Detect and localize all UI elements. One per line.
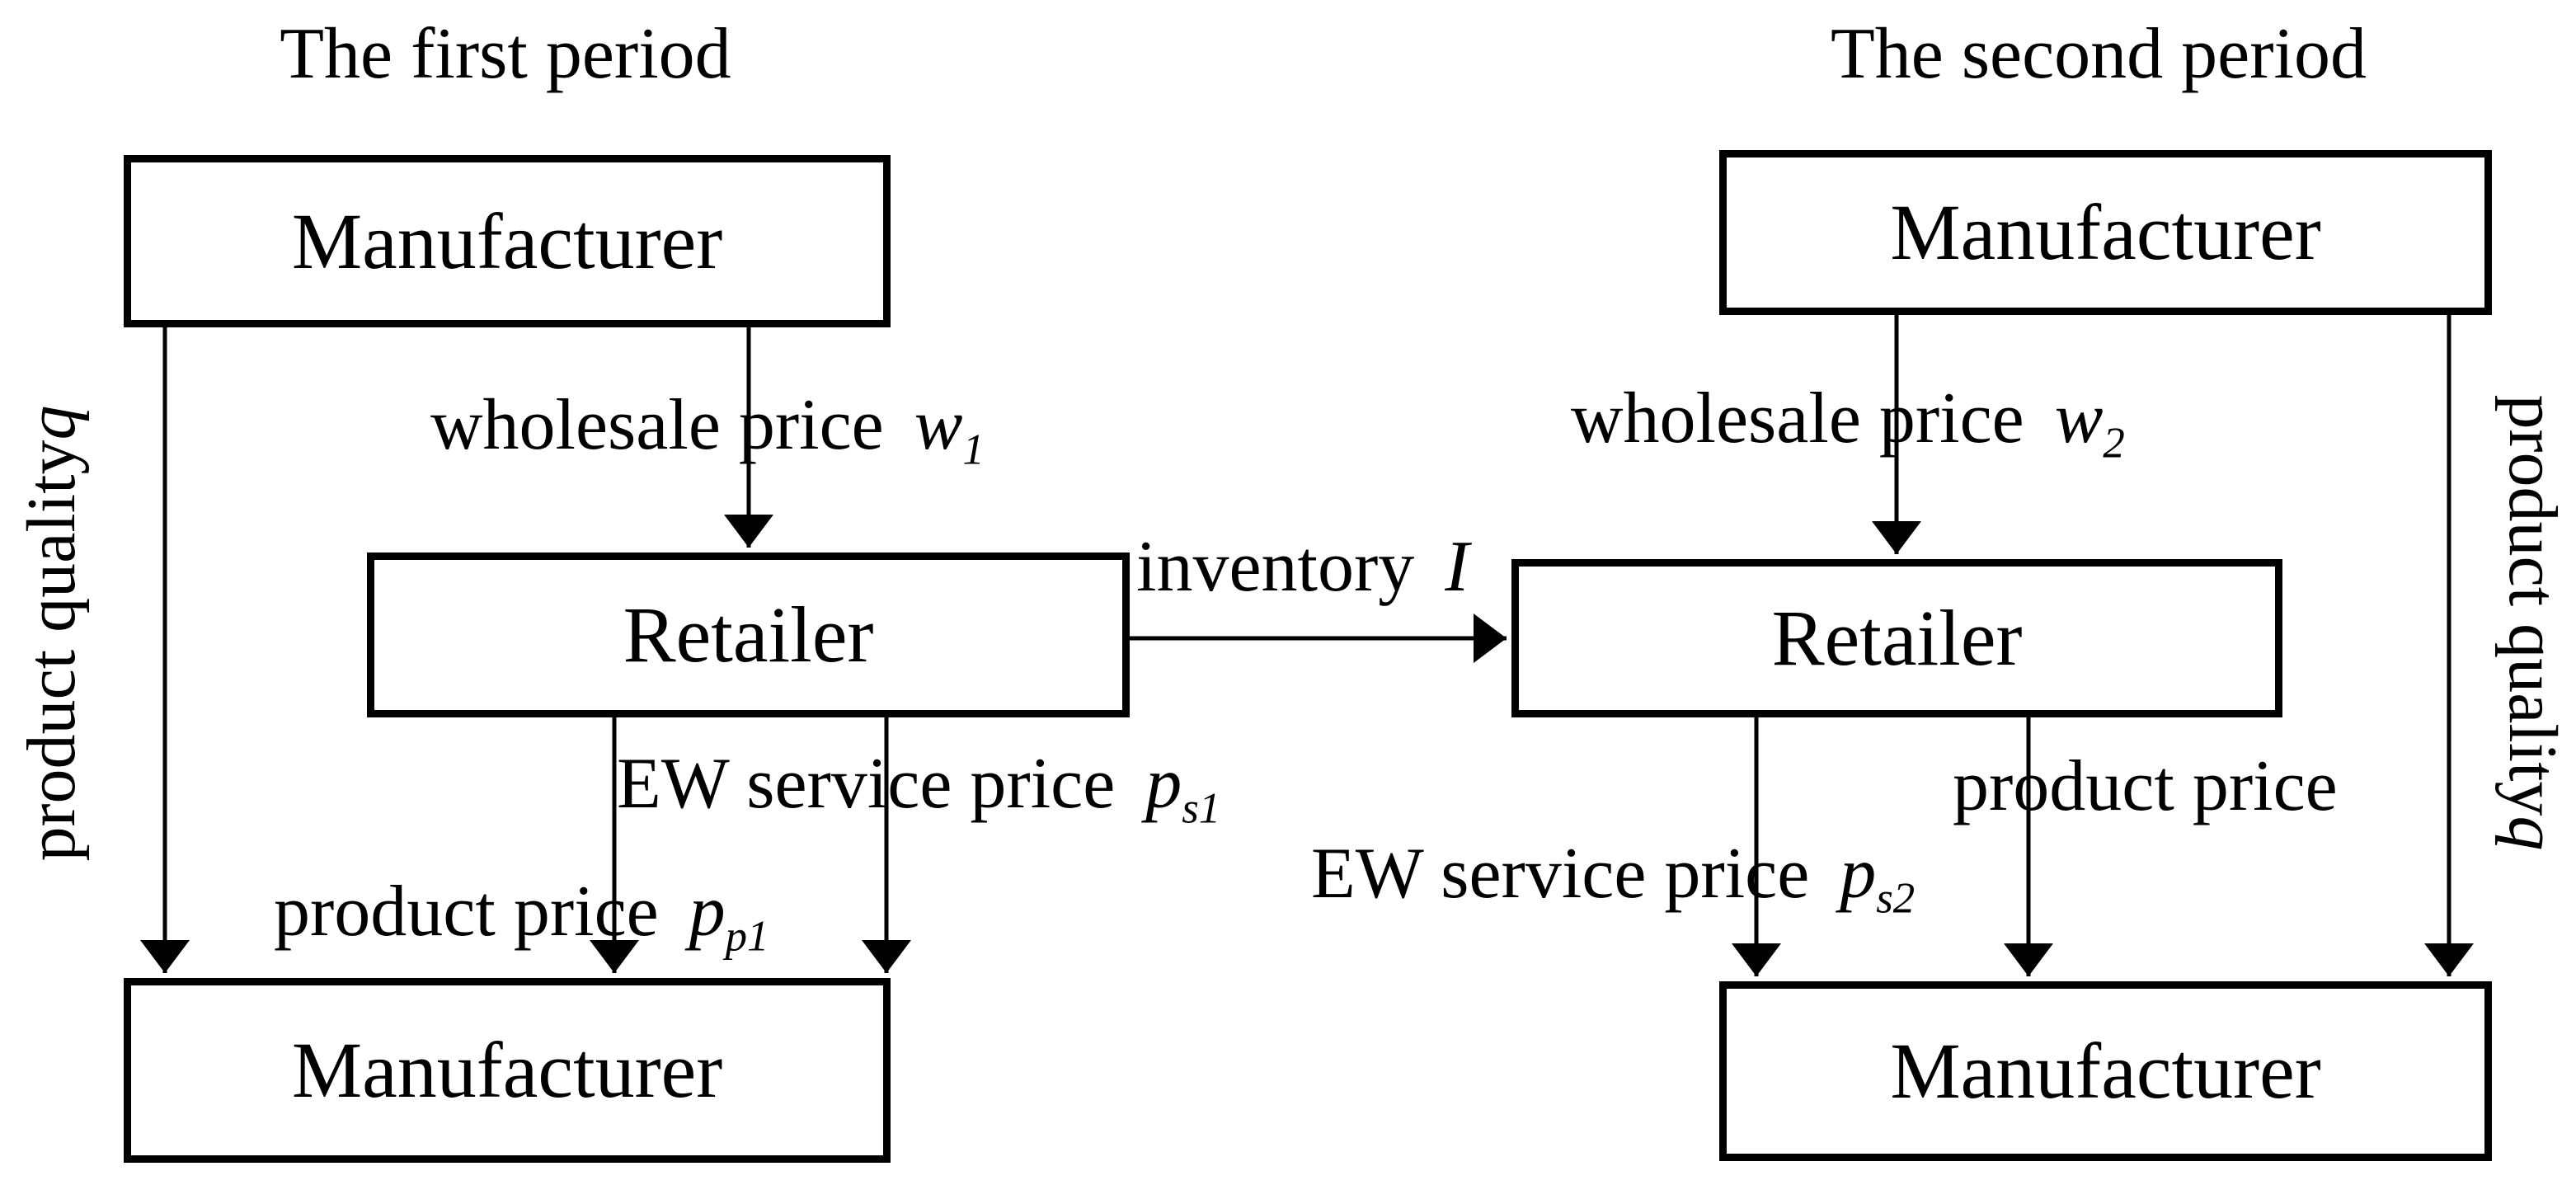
box-retailer-right: Retailer xyxy=(1511,559,2282,717)
box-label: Retailer xyxy=(623,590,874,679)
box-manufacturer-bottom-left: Manufacturer xyxy=(124,978,891,1163)
label-var: w xyxy=(2054,379,2104,458)
box-label: Manufacturer xyxy=(291,196,723,285)
first-period-title: The first period xyxy=(280,14,731,94)
box-label: Manufacturer xyxy=(1890,188,2321,276)
box-manufacturer-top-right: Manufacturer xyxy=(1719,150,2492,315)
label-product-quality-right: product qualityq xyxy=(2494,395,2571,851)
label-sub: s1 xyxy=(1182,784,1221,833)
label-text: product quality xyxy=(13,440,90,862)
label-text: product quality xyxy=(2494,394,2571,816)
second-period-title: The second period xyxy=(1831,14,2367,94)
label-sub: s2 xyxy=(1876,874,1916,923)
label-var: p xyxy=(1145,744,1182,824)
label-inventory: inventory I xyxy=(1136,529,1469,605)
box-label: Retailer xyxy=(1771,594,2023,682)
label-var: p xyxy=(1840,834,1877,914)
label-wholesale-price-w1: wholesale price w1 xyxy=(430,385,985,472)
label-text: EW service price xyxy=(617,744,1116,824)
label-ew-service-price-ps2: EW service price ps2 xyxy=(1311,834,1915,920)
label-product-price-2: product price xyxy=(1953,746,2338,826)
box-label: Manufacturer xyxy=(291,1026,723,1114)
label-sub: 2 xyxy=(2103,419,2125,468)
label-text: product price xyxy=(274,872,659,952)
label-product-price-pp1: product price pp1 xyxy=(274,872,769,958)
box-retailer-left: Retailer xyxy=(367,553,1130,717)
label-text: product price xyxy=(1953,746,2338,826)
label-sub: p1 xyxy=(725,912,769,961)
label-var: p xyxy=(689,872,726,952)
label-text: EW service price xyxy=(1311,834,1810,914)
label-var: w xyxy=(914,385,963,465)
label-ew-service-price-ps1: EW service price ps1 xyxy=(617,744,1220,830)
label-var: q xyxy=(2494,816,2571,851)
box-label: Manufacturer xyxy=(1890,1027,2321,1115)
label-product-quality-left: product qualityq xyxy=(13,406,90,862)
box-manufacturer-bottom-right: Manufacturer xyxy=(1719,981,2492,1161)
label-text: wholesale price xyxy=(1571,379,2024,458)
label-var: q xyxy=(13,405,90,440)
label-sub: 1 xyxy=(962,426,985,474)
label-wholesale-price-w2: wholesale price w2 xyxy=(1571,379,2125,465)
label-text: wholesale price xyxy=(430,385,884,465)
box-manufacturer-top-left: Manufacturer xyxy=(124,155,891,327)
label-var: I xyxy=(1445,527,1469,607)
label-text: inventory xyxy=(1136,527,1415,607)
